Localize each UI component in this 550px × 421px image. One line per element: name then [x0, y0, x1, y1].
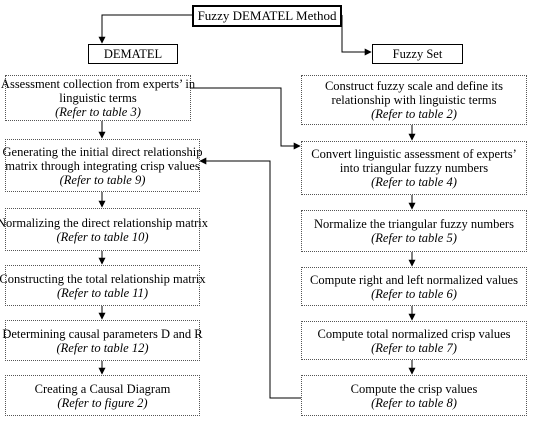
- dematel-branch-label: DEMATEL: [103, 47, 163, 61]
- reference-label: Refer to: [375, 340, 416, 355]
- arrow-crisp-to-generating: [199, 157, 301, 399]
- step-text-line: Generating the initial direct relationsh…: [2, 144, 203, 159]
- fuzzy-step-construct-scale: Construct fuzzy scale and define its rel…: [301, 75, 527, 125]
- reference-target: table 8: [418, 395, 453, 410]
- dematel-step-normalize: Normalizing the direct relationship matr…: [0, 208, 208, 251]
- step-reference: (Refer to table 8): [371, 395, 457, 410]
- dematel-step-causal-parameters: Determining causal parameters D and R (R…: [2, 320, 203, 361]
- reference-label: Refer to: [375, 286, 416, 301]
- step-text-line: Construct fuzzy scale and define its: [324, 79, 504, 93]
- reference-target: figure 2: [104, 395, 144, 410]
- step-text-line: relationship with linguistic terms: [331, 93, 497, 107]
- step-reference: (Refer to table 11): [56, 285, 149, 300]
- reference-label: Refer to: [61, 285, 102, 300]
- fuzzy-set-branch-label: Fuzzy Set: [392, 47, 443, 61]
- step-reference: (Refer to table 3): [55, 105, 141, 119]
- step-text-line: linguistic terms: [59, 91, 137, 105]
- reference-label: Refer to: [61, 395, 102, 410]
- step-reference: (Refer to table 6): [371, 286, 457, 301]
- reference-target: table 6: [418, 286, 453, 301]
- step-text-line: Normalizing the direct relationship matr…: [0, 215, 209, 230]
- step-reference: (Refer to figure 2): [57, 395, 148, 410]
- step-reference: (Refer to table 2): [371, 107, 457, 121]
- step-reference: (Refer to table 4): [371, 175, 457, 189]
- step-reference: (Refer to table 5): [371, 231, 457, 245]
- reference-target: table 9: [106, 172, 142, 187]
- step-text-line: Determining causal parameters D and R: [2, 326, 203, 341]
- step-text-line: Assessment collection from experts’ in: [0, 77, 196, 91]
- fuzzy-set-branch-box: Fuzzy Set: [372, 44, 463, 64]
- reference-target: table 12: [103, 340, 145, 355]
- reference-target: table 11: [104, 285, 144, 300]
- reference-label: Refer to: [60, 340, 101, 355]
- reference-label: Refer to: [375, 175, 416, 189]
- reference-label: Refer to: [375, 107, 416, 121]
- reference-label: Refer to: [60, 229, 101, 244]
- arrow-title-to-dematel: [98, 14, 192, 44]
- reference-label: Refer to: [63, 172, 104, 187]
- step-text-line: matrix through integrating crisp values: [5, 158, 200, 173]
- fuzzy-step-convert-assessment: Convert linguistic assessment of experts…: [301, 141, 527, 195]
- step-text-line: Normalize the triangular fuzzy numbers: [314, 217, 514, 231]
- dematel-step-causal-diagram: Creating a Causal Diagram (Refer to figu…: [5, 375, 200, 416]
- step-reference: (Refer to table 9): [59, 172, 146, 187]
- reference-target: table 4: [418, 175, 453, 189]
- dematel-step-initial-matrix: Generating the initial direct relationsh…: [2, 139, 203, 192]
- step-text-line: Creating a Causal Diagram: [34, 381, 171, 396]
- reference-target: table 3: [102, 105, 137, 119]
- fuzzy-step-normalize: Normalize the triangular fuzzy numbers (…: [301, 210, 527, 252]
- step-text-line: Compute right and left normalized values: [310, 272, 518, 287]
- reference-target: table 10: [103, 229, 145, 244]
- arrow-title-to-fuzzy-set: [341, 15, 372, 56]
- reference-label: Refer to: [375, 231, 416, 245]
- dematel-step-total-matrix: Constructing the total relationship matr…: [0, 265, 206, 306]
- arrow-assessment-to-convert: [191, 87, 301, 150]
- fuzzy-step-right-left-values: Compute right and left normalized values…: [301, 267, 527, 306]
- reference-label: Refer to: [375, 395, 416, 410]
- reference-target: table 5: [418, 231, 453, 245]
- fuzzy-step-total-crisp: Compute total normalized crisp values (R…: [301, 321, 527, 360]
- step-text-line: into triangular fuzzy numbers: [339, 161, 489, 175]
- step-reference: (Refer to table 7): [371, 340, 457, 355]
- step-text-line: Compute total normalized crisp values: [317, 326, 511, 341]
- step-reference: (Refer to table 12): [56, 340, 149, 355]
- reference-target: table 2: [418, 107, 453, 121]
- reference-label: Refer to: [59, 105, 100, 119]
- step-text-line: Constructing the total relationship matr…: [0, 271, 206, 286]
- reference-target: table 7: [418, 340, 453, 355]
- method-title-box: Fuzzy DEMATEL Method: [192, 5, 342, 27]
- dematel-step-assessment: Assessment collection from experts’ in l…: [1, 75, 195, 121]
- dematel-branch-box: DEMATEL: [88, 44, 178, 64]
- fuzzy-step-crisp-values: Compute the crisp values (Refer to table…: [301, 375, 527, 416]
- step-text-line: Compute the crisp values: [350, 381, 478, 396]
- method-title: Fuzzy DEMATEL Method: [197, 8, 337, 23]
- step-reference: (Refer to table 10): [56, 229, 149, 244]
- step-text-line: Convert linguistic assessment of experts…: [311, 147, 517, 161]
